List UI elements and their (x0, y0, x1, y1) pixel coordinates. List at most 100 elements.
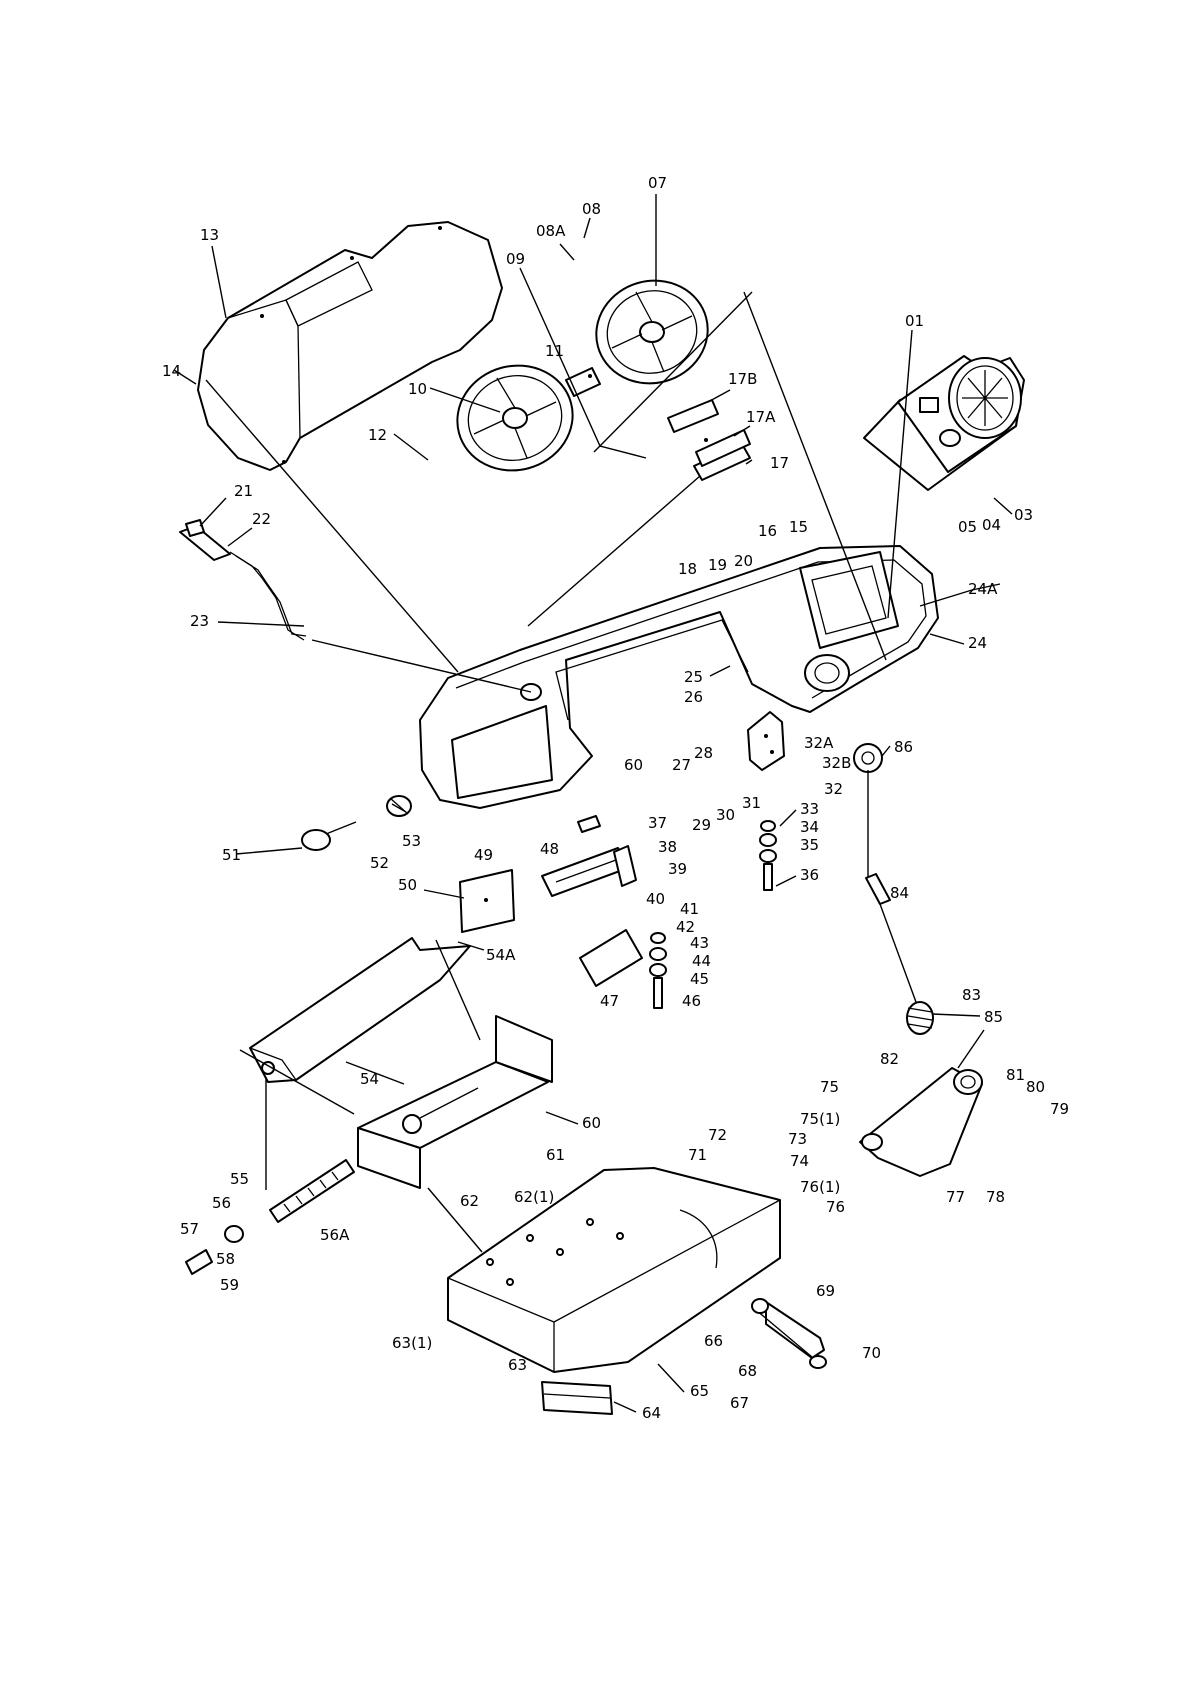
callout-47: 47 (600, 992, 619, 1010)
callout-labels: 01 03 04 05 07 08 08A 09 10 11 12 13 14 … (162, 174, 1069, 1422)
callout-49: 49 (474, 846, 493, 864)
blade-guide-assembly (541, 815, 637, 897)
callout-75-1: 75(1) (800, 1110, 840, 1128)
callout-24a: 24A (968, 580, 998, 598)
callout-23: 23 (190, 612, 209, 630)
callout-75: 75 (820, 1078, 839, 1096)
callout-56: 56 (212, 1194, 231, 1212)
pivot-bolt (865, 873, 891, 905)
callout-15: 15 (789, 518, 808, 536)
callout-76: 76 (826, 1198, 845, 1216)
counter-spring (906, 1001, 934, 1035)
callout-26: 26 (684, 688, 703, 706)
callout-34: 34 (800, 818, 819, 836)
work-table (447, 1167, 781, 1373)
callout-48: 48 (540, 840, 559, 858)
callout-62: 62 (460, 1192, 479, 1210)
callout-09: 09 (506, 250, 525, 268)
callout-27: 27 (672, 756, 691, 774)
callout-74: 74 (790, 1152, 809, 1170)
callout-86: 86 (894, 738, 913, 756)
callout-76-1: 76(1) (800, 1178, 840, 1196)
callout-39: 39 (668, 860, 687, 878)
callout-57: 57 (180, 1220, 199, 1238)
callout-29: 29 (692, 816, 711, 834)
tension-knob (301, 795, 412, 851)
callout-61: 61 (546, 1146, 565, 1164)
callout-50: 50 (398, 876, 417, 894)
motor (863, 355, 1025, 491)
base-tray (357, 1015, 553, 1189)
callout-36: 36 (800, 866, 819, 884)
callout-21: 21 (234, 482, 253, 500)
callout-64: 64 (642, 1404, 661, 1422)
callout-08: 08 (582, 200, 601, 218)
blade-guide-brackets (667, 399, 751, 481)
pivot-washer (853, 743, 883, 773)
assembly-leaders (205, 291, 917, 1253)
callout-85: 85 (984, 1008, 1003, 1026)
callout-66: 66 (704, 1332, 723, 1350)
callout-83: 83 (962, 986, 981, 1004)
callout-67: 67 (730, 1394, 749, 1412)
callout-22: 22 (252, 510, 271, 528)
callout-70: 70 (862, 1344, 881, 1362)
callout-54a: 54A (486, 946, 516, 964)
callout-46: 46 (682, 992, 701, 1010)
callout-04: 04 (982, 516, 1001, 534)
blade-guard-plate (579, 929, 643, 987)
callout-31: 31 (742, 794, 761, 812)
guide-bearings (759, 820, 777, 891)
callout-37: 37 (648, 814, 667, 832)
switch-and-cord (179, 519, 307, 641)
callout-45: 45 (690, 970, 709, 988)
callout-07: 07 (648, 174, 667, 192)
base-foot (541, 1381, 613, 1415)
callout-17a: 17A (746, 408, 776, 426)
callout-69: 69 (816, 1282, 835, 1300)
callout-25: 25 (684, 668, 703, 686)
callout-71: 71 (688, 1146, 707, 1164)
callout-32b: 32B (822, 754, 851, 772)
saw-frame (419, 545, 939, 809)
callout-17: 17 (770, 454, 789, 472)
callout-03: 03 (1014, 506, 1033, 524)
callout-73: 73 (788, 1130, 807, 1148)
mount-plate (459, 869, 515, 933)
lift-handle (751, 1298, 827, 1369)
callout-53: 53 (402, 832, 421, 850)
blade-guard-cover (197, 221, 503, 471)
callout-01: 01 (905, 312, 924, 330)
callout-65: 65 (690, 1382, 709, 1400)
callout-42: 42 (676, 918, 695, 936)
callout-35: 35 (800, 836, 819, 854)
callout-62-1: 62(1) (514, 1188, 554, 1206)
callout-54: 54 (360, 1070, 379, 1088)
callout-55: 55 (230, 1170, 249, 1188)
callout-30: 30 (716, 806, 735, 824)
lower-wheel (456, 364, 574, 472)
guide-bracket (747, 711, 785, 771)
callout-56a: 56A (320, 1226, 350, 1244)
callout-44: 44 (692, 952, 711, 970)
callout-28: 28 (694, 744, 713, 762)
feed-screw (185, 1159, 355, 1275)
callout-12: 12 (368, 426, 387, 444)
callout-78: 78 (986, 1188, 1005, 1206)
callout-68: 68 (738, 1362, 757, 1380)
callout-20: 20 (734, 552, 753, 570)
callout-63: 63 (508, 1356, 527, 1374)
callout-38: 38 (658, 838, 677, 856)
callout-33: 33 (800, 800, 819, 818)
upper-wheel (595, 279, 709, 385)
callout-58: 58 (216, 1250, 235, 1268)
callout-14: 14 (162, 362, 181, 380)
callout-41: 41 (680, 900, 699, 918)
callout-79: 79 (1050, 1100, 1069, 1118)
callout-72: 72 (708, 1126, 727, 1144)
swivel-arm (859, 1067, 983, 1177)
callout-08a: 08A (536, 222, 566, 240)
callout-52: 52 (370, 854, 389, 872)
callout-leaders (173, 194, 1013, 1413)
